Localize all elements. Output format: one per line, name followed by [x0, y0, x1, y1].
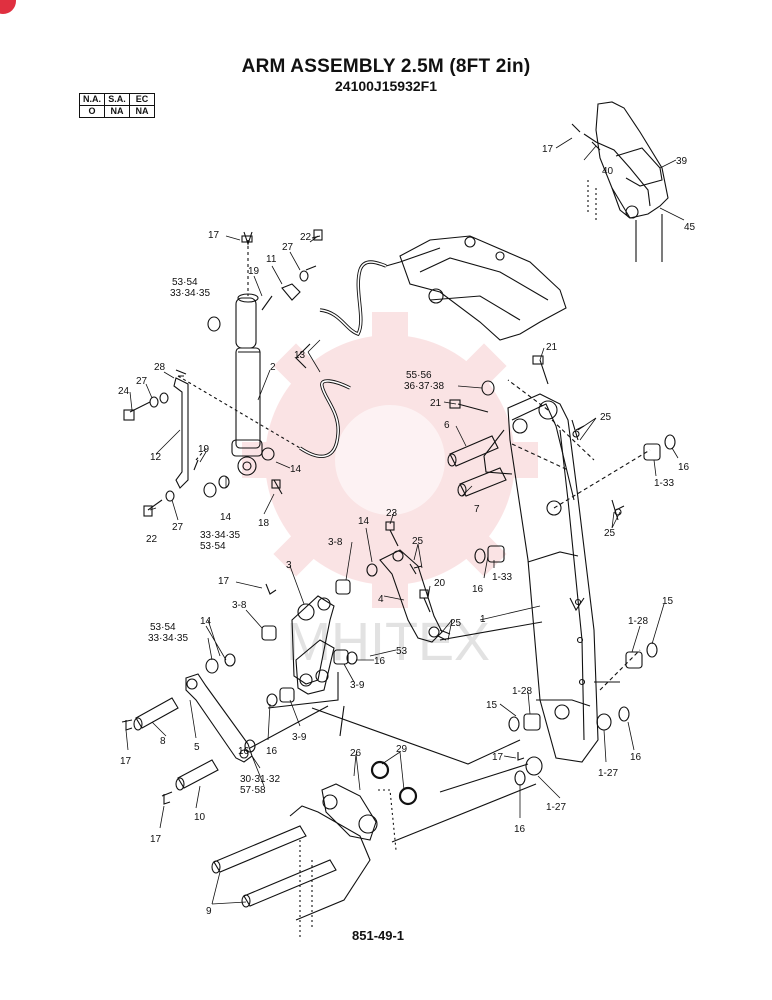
callout-1-27: 1-27	[546, 802, 566, 813]
callout-28: 28	[154, 362, 166, 373]
callout-1-27: 1-27	[598, 768, 618, 779]
callout-labels: 17 40 39 45 17 22 27 11 19 53·54 33·34·3…	[118, 144, 696, 917]
callout-33-34-35: 33·34·35	[148, 633, 188, 644]
callout-16: 16	[266, 746, 278, 757]
callout-22: 22	[146, 534, 158, 545]
applicability-table: N.A. S.A. EC O NA NA	[79, 93, 155, 118]
callout-17: 17	[120, 756, 132, 767]
callout-13: 13	[294, 350, 306, 361]
callout-15: 15	[662, 596, 674, 607]
callout-14: 14	[358, 516, 370, 527]
callout-6: 6	[444, 420, 450, 431]
leader-lines	[125, 137, 685, 905]
callout-15: 15	[486, 700, 498, 711]
callout-14: 14	[220, 512, 232, 523]
callout-8: 8	[160, 736, 166, 747]
callout-53: 53	[396, 646, 408, 657]
callout-33-34-35: 33·34·35	[170, 288, 210, 299]
callout-14: 14	[290, 464, 302, 475]
callout-1-28: 1-28	[628, 616, 648, 627]
callout-18: 18	[258, 518, 270, 529]
callout-1: 1	[480, 614, 486, 625]
callout-16: 16	[472, 584, 484, 595]
callout-21: 21	[546, 342, 558, 353]
callout-55-56: 55·56	[406, 370, 432, 381]
callout-40: 40	[602, 166, 614, 177]
callout-21: 21	[430, 398, 442, 409]
callout-1-33: 1-33	[492, 572, 512, 583]
callout-26: 26	[350, 748, 362, 759]
callout-33-34-35: 33·34·35	[200, 530, 240, 541]
callout-25: 25	[604, 528, 616, 539]
callout-39: 39	[676, 156, 688, 167]
part-number: 24100J15932F1	[335, 78, 437, 94]
callout-17: 17	[542, 144, 554, 155]
page-title: ARM ASSEMBLY 2.5M (8FT 2in)	[241, 56, 531, 77]
callout-16: 16	[678, 462, 690, 473]
watermark-inner	[335, 405, 445, 515]
callout-29: 29	[396, 744, 408, 755]
callout-25: 25	[600, 412, 612, 423]
callout-3-8: 3-8	[232, 600, 247, 611]
callout-53-54: 53·54	[150, 622, 176, 633]
callout-53-54: 53·54	[172, 277, 198, 288]
callout-16: 16	[630, 752, 642, 763]
callout-45: 45	[684, 222, 696, 233]
callout-57-58: 57·58	[240, 785, 266, 796]
callout-3: 3	[286, 560, 292, 571]
callout-24: 24	[118, 386, 130, 397]
callout-4: 4	[378, 594, 384, 605]
callout-16: 16	[374, 656, 386, 667]
callout-36-37-38: 36·37·38	[404, 381, 444, 392]
page-reference: 851-49-1	[352, 928, 405, 943]
callout-27: 27	[136, 376, 148, 387]
callout-2: 2	[270, 362, 276, 373]
callout-3-9: 3-9	[350, 680, 365, 691]
applicability-value: NA	[129, 105, 155, 118]
callout-9: 9	[206, 906, 212, 917]
callout-1-28: 1-28	[512, 686, 532, 697]
callout-16: 16	[238, 746, 250, 757]
callout-19: 19	[248, 266, 260, 277]
callout-3-8: 3-8	[328, 537, 343, 548]
callout-7: 7	[474, 504, 480, 515]
callout-30-31-32: 30·31·32	[240, 774, 280, 785]
callout-25: 25	[412, 536, 424, 547]
callout-22: 22	[300, 232, 312, 243]
callout-23: 23	[386, 508, 398, 519]
callout-17: 17	[218, 576, 230, 587]
callout-10: 10	[194, 812, 206, 823]
callout-3-9: 3-9	[292, 732, 307, 743]
applicability-value-row: O NA NA	[79, 105, 155, 118]
callout-19: 19	[198, 444, 210, 455]
callout-11: 11	[266, 254, 277, 265]
callout-5: 5	[194, 742, 200, 753]
callout-17: 17	[208, 230, 220, 241]
callout-17: 17	[492, 752, 504, 763]
callout-53-54: 53·54	[200, 541, 226, 552]
callout-25: 25	[450, 618, 462, 629]
watermark-text: MHITEX	[286, 612, 490, 672]
callout-14: 14	[200, 616, 212, 627]
callout-17: 17	[150, 834, 162, 845]
callout-12: 12	[150, 452, 162, 463]
callout-27: 27	[172, 522, 184, 533]
callout-20: 20	[434, 578, 446, 589]
callout-27: 27	[282, 242, 294, 253]
callout-1-33: 1-33	[654, 478, 674, 489]
callout-16: 16	[514, 824, 526, 835]
